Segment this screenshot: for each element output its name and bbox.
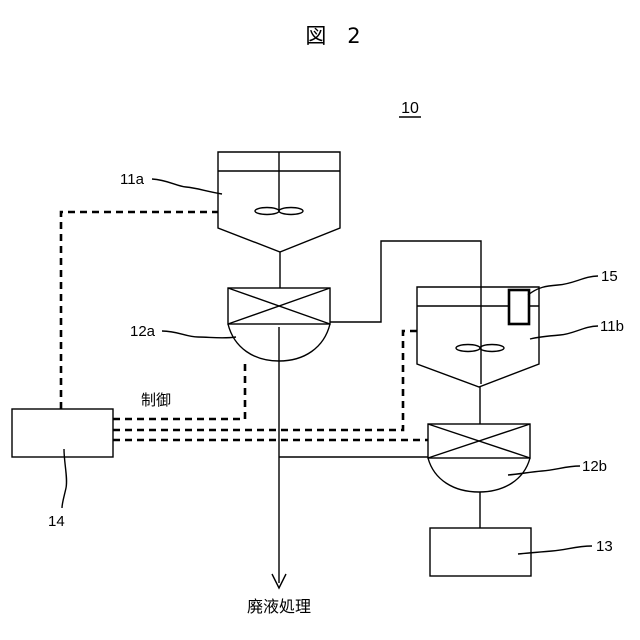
system-ref-label: 10 bbox=[401, 100, 419, 117]
figure-title: 図 2 bbox=[305, 24, 360, 48]
label-15: 15 bbox=[601, 268, 618, 285]
valve-12b bbox=[428, 424, 530, 492]
stirrer-11b bbox=[456, 345, 504, 352]
leader-lines bbox=[62, 179, 598, 554]
label-12b: 12b bbox=[582, 458, 607, 475]
pipe-12a-11b bbox=[330, 241, 481, 384]
tank-11a bbox=[218, 152, 340, 252]
waste-label: 廃液処理 bbox=[247, 597, 311, 616]
label-12a: 12a bbox=[130, 323, 156, 340]
control-label: 制御 bbox=[141, 391, 171, 409]
unit-13 bbox=[430, 528, 531, 576]
label-14: 14 bbox=[48, 513, 65, 530]
label-13: 13 bbox=[596, 538, 613, 555]
sensor-15 bbox=[509, 290, 529, 324]
label-11a: 11a bbox=[120, 171, 145, 188]
control-signal-lines bbox=[61, 212, 428, 440]
label-11b: 11b bbox=[600, 318, 624, 335]
controller-14 bbox=[12, 409, 113, 457]
